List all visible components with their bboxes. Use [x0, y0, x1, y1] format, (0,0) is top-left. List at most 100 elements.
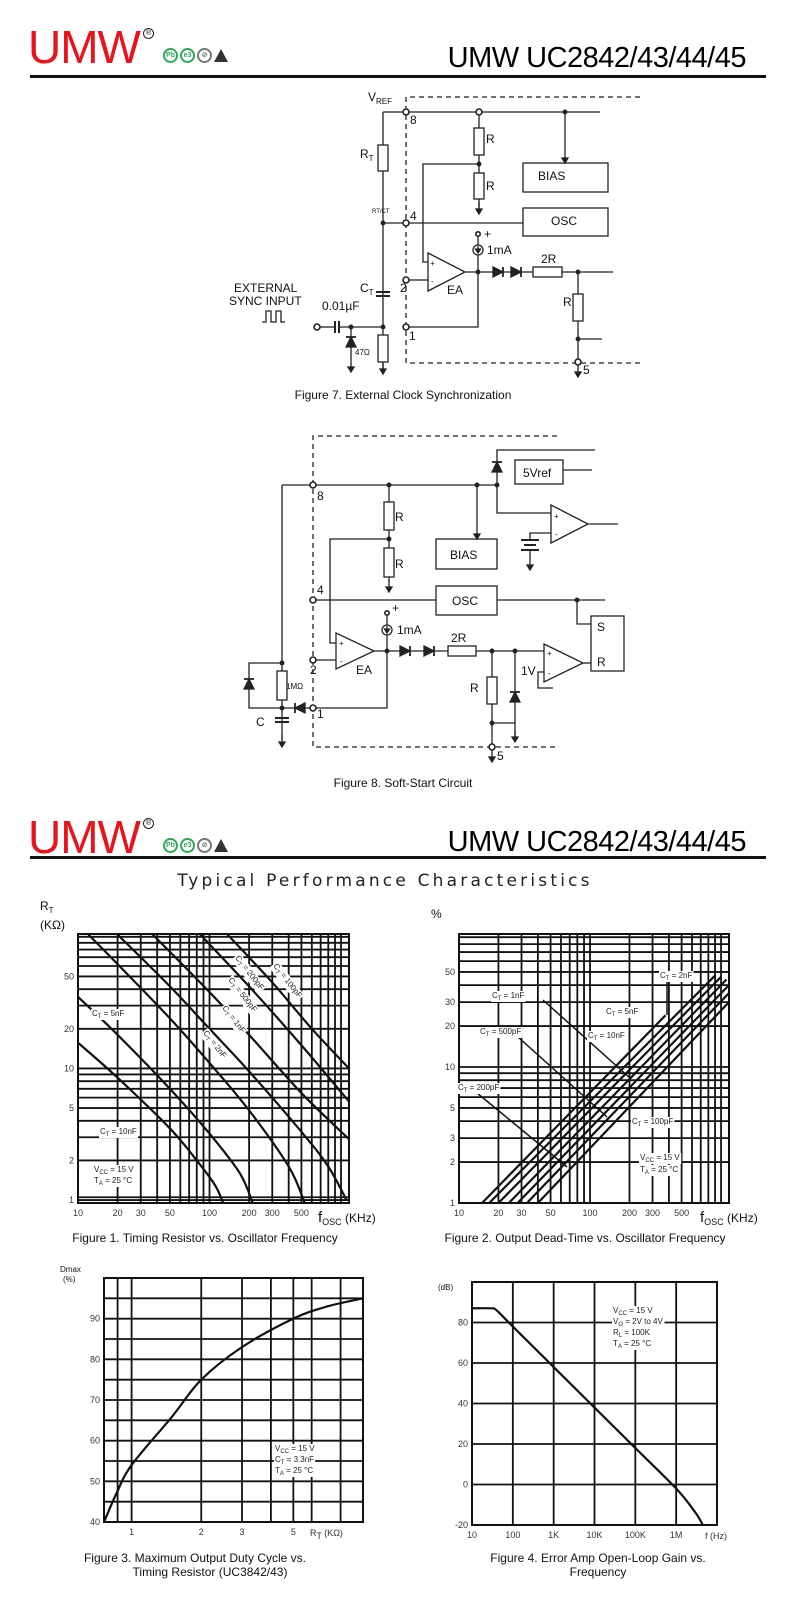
y-axis-label: Dmax [60, 1265, 81, 1274]
x-tick-label: 10 [73, 1208, 83, 1218]
1v-label: 1V [521, 664, 536, 678]
y-tick-label: 30 [445, 997, 455, 1007]
test-condition-label: VO = 2V to 4V [613, 1317, 663, 1328]
ground-icon [378, 368, 388, 376]
junction-dot [348, 324, 354, 330]
esd-warning-icon [214, 49, 228, 62]
series-line [226, 934, 349, 1070]
section-title: Typical Performance Characteristics [176, 871, 592, 891]
leader-line [542, 999, 631, 1079]
series-group [78, 934, 349, 1203]
zener-diode-icon [508, 690, 522, 703]
comparator-plus-label: + [554, 512, 559, 521]
ground-icon [474, 208, 484, 216]
label-background [199, 1027, 230, 1062]
junction-dot [380, 324, 386, 330]
op-amp-icon [550, 503, 590, 545]
series-line [488, 974, 716, 1203]
header-rule [30, 856, 766, 859]
label-background [218, 1002, 249, 1037]
x-tick-label: 100K [625, 1530, 646, 1540]
x-tick-label: 10K [586, 1530, 602, 1540]
supply-plus-label: + [392, 601, 399, 615]
x-tick-label: 500 [674, 1208, 689, 1218]
resistor-symbol [383, 547, 395, 578]
chart-captions: Figure 1. Timing Resistor vs. Oscillator… [72, 1231, 725, 1579]
y-tick-label: 5 [450, 1103, 455, 1113]
y-axis-label: RT [40, 899, 54, 915]
label-background [479, 1027, 523, 1038]
x-tick-label: 1 [129, 1527, 134, 1537]
x-tick-label: 3 [239, 1527, 244, 1537]
sr-latch-block [590, 615, 625, 672]
wire [537, 671, 553, 689]
junction-dot [386, 536, 392, 542]
series-line [508, 978, 728, 1203]
label-background [612, 1306, 655, 1317]
resistor-symbol [377, 144, 389, 172]
series-line [199, 934, 349, 1103]
figure-3-caption: Figure 3. Maximum Output Duty Cycle vs. [84, 1551, 306, 1565]
pin-terminal [402, 323, 410, 331]
y-tick-label: 1 [450, 1198, 455, 1208]
junction-dot [279, 705, 285, 711]
x-tick-label: 10 [467, 1530, 477, 1540]
y-tick-label: 50 [445, 967, 455, 977]
test-condition-label: CT = 3.3nF [275, 1455, 314, 1466]
junction-dot [476, 161, 482, 167]
ea-label: EA [447, 283, 463, 297]
external-label: EXTERNAL [234, 281, 298, 295]
series-label: CT = 2nF [660, 971, 692, 982]
osc-block-label: OSC [452, 594, 478, 608]
page-header-2: UMW ® Pb e3 ⊘ UMW UC2842/43/44/45 [0, 790, 790, 870]
ground-icon [384, 586, 394, 594]
pin-8-label: 8 [410, 113, 417, 127]
bias-block-label: BIAS [450, 548, 477, 562]
registered-mark: ® [143, 28, 154, 39]
resistor-label: R [470, 681, 479, 695]
figure-1-caption: Figure 1. Timing Resistor vs. Oscillator… [72, 1231, 337, 1245]
document-title: UMW UC2842/43/44/45 [447, 42, 747, 74]
pin-terminal [475, 108, 483, 116]
series-line [87, 934, 306, 1203]
junction-dot [494, 482, 500, 488]
wire [529, 532, 551, 540]
op-amp-icon [335, 631, 376, 671]
registered-mark: ® [143, 818, 154, 829]
y-tick-label: 70 [90, 1395, 100, 1405]
label-background [269, 960, 305, 1002]
ground-icon [573, 371, 583, 379]
x-tick-label: 500 [294, 1208, 309, 1218]
junction-dot [386, 482, 392, 488]
series-label: CT = 200pF [458, 1083, 499, 1094]
diode-icon [492, 265, 505, 279]
x-tick-label: 1K [548, 1530, 559, 1540]
series-line [151, 934, 349, 1140]
comparator-plus-label: + [547, 649, 552, 658]
test-condition-label: TA = 25 °C [640, 1165, 678, 1176]
label-background [612, 1339, 653, 1350]
y-axis-label: % [431, 907, 442, 921]
y-axis-label: (dB) [438, 1283, 453, 1292]
y-tick-label: 0 [463, 1480, 468, 1490]
series-label: CT = 10nF [588, 1031, 625, 1042]
junction-dot [562, 109, 568, 115]
rohs-icon: ⊘ [197, 838, 212, 853]
y-tick-label: 1 [69, 1195, 74, 1205]
arrow-icon [472, 533, 482, 541]
series-line [78, 996, 254, 1203]
x-tick-label: 1M [670, 1530, 683, 1540]
x-axis-label: RT (KΩ) [310, 1528, 343, 1541]
test-condition-label: VCC = 15 V [613, 1306, 653, 1317]
current-source-label: 1mA [487, 243, 512, 257]
label-background [612, 1328, 652, 1339]
resistor-label: R [486, 132, 495, 146]
test-condition-label: RL = 100K [613, 1328, 651, 1339]
page-header-1: UMW ® Pb e3 ⊘ UMW UC2842/43/44/45 [0, 0, 790, 80]
junction-dot [512, 648, 518, 654]
series-group [481, 974, 729, 1203]
resistor-symbol [383, 501, 395, 531]
compliance-icons: Pb e3 ⊘ [163, 838, 228, 853]
figure-7-circuit [262, 96, 640, 379]
